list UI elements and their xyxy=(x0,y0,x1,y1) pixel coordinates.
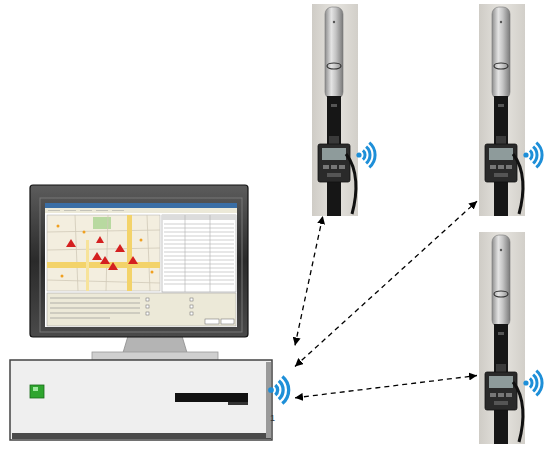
wireless-link xyxy=(295,216,323,345)
wireless-link xyxy=(295,201,477,366)
computer xyxy=(10,183,295,445)
computer xyxy=(10,185,289,440)
handheld-device xyxy=(312,4,375,216)
handheld-device xyxy=(479,232,542,444)
callout-number: 1 xyxy=(270,414,275,423)
handheld-device xyxy=(479,4,542,216)
wireless-link xyxy=(295,376,477,398)
handheld-device xyxy=(477,4,541,216)
handheld-device xyxy=(310,4,374,216)
handheld-device xyxy=(477,230,541,444)
